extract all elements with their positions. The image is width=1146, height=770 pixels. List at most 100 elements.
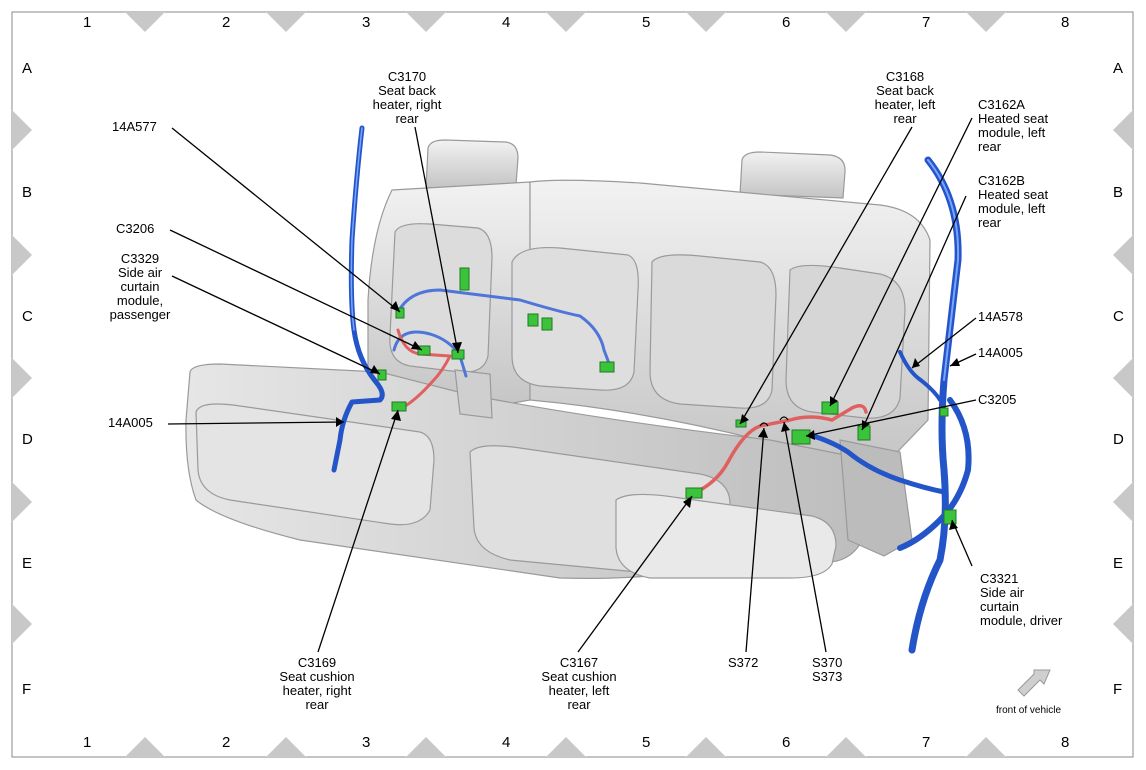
leader-c3162b bbox=[861, 195, 967, 431]
connector-seat-back-center-2 bbox=[541, 317, 553, 331]
row-a-left: A bbox=[22, 60, 33, 77]
column-4-bottom: 4 bbox=[502, 734, 511, 751]
connector-c3167 bbox=[685, 487, 703, 499]
leader-s372 bbox=[745, 427, 765, 653]
label-c3162b: C3162B Heated seat module, left rear bbox=[978, 173, 1049, 230]
leader-c3206 bbox=[169, 229, 423, 351]
leader-s370-s373 bbox=[783, 421, 827, 653]
label-14a005-right: 14A005 bbox=[978, 345, 1023, 360]
harness-seat-lower-left bbox=[797, 429, 947, 495]
splice-s372 bbox=[759, 422, 769, 427]
label-c3168: C3168 Seat back heater, left rear bbox=[874, 69, 936, 126]
label-c3162a: C3162A Heated seat module, left rear bbox=[978, 97, 1049, 154]
seat-back-panel-3 bbox=[785, 264, 906, 419]
headrest-left bbox=[739, 151, 846, 199]
label-c3329: C3329 Side air curtain module, passenger bbox=[109, 251, 171, 322]
seat-back-panel-4 bbox=[389, 223, 493, 373]
leader-c3167 bbox=[577, 495, 693, 653]
label-front-of-vehicle: front of vehicle bbox=[996, 705, 1062, 716]
column-5-top: 5 bbox=[642, 14, 651, 31]
row-f-left: F bbox=[22, 681, 32, 698]
row-c-left: C bbox=[22, 308, 33, 325]
label-c3321: C3321 Side air curtain module, driver bbox=[980, 571, 1063, 628]
column-8-bottom: 8 bbox=[1061, 734, 1070, 751]
harness-14a578 bbox=[898, 350, 942, 402]
row-d-left: D bbox=[22, 431, 33, 448]
grid-markers-right bbox=[1113, 110, 1133, 644]
column-6-bottom: 6 bbox=[782, 734, 791, 751]
column-5-bottom: 5 bbox=[642, 734, 651, 751]
splice-s370-s373 bbox=[779, 416, 789, 421]
leader-c3169 bbox=[317, 409, 399, 653]
cushion-front-block-right bbox=[195, 403, 435, 526]
wiring-harnesses bbox=[331, 125, 972, 654]
leader-c3162a bbox=[829, 117, 973, 407]
leader-c3329 bbox=[171, 275, 381, 375]
label-s370-s373: S370 S373 bbox=[812, 655, 843, 684]
connector-c3321 bbox=[943, 509, 957, 525]
splices bbox=[759, 416, 789, 427]
row-d-right: D bbox=[1113, 431, 1124, 448]
label-14a578: 14A578 bbox=[978, 309, 1023, 324]
harness-14a005-driver-highlight bbox=[927, 159, 960, 381]
cushion-front-block-outer bbox=[615, 493, 837, 579]
label-c3169: C3169 Seat cushion heater, right rear bbox=[279, 655, 355, 712]
headrest-right bbox=[425, 139, 519, 189]
row-e-right: E bbox=[1113, 555, 1124, 572]
center-hinge bbox=[454, 369, 493, 419]
column-3-top: 3 bbox=[362, 14, 371, 31]
harness-14a005-driver-branch bbox=[897, 397, 972, 551]
row-a-right: A bbox=[1113, 60, 1124, 77]
connector-c3169 bbox=[391, 401, 407, 412]
front-of-vehicle-arrow bbox=[1017, 669, 1051, 697]
grid-markers-left bbox=[12, 110, 32, 644]
connector-c3329 bbox=[377, 369, 387, 381]
connector-14a577 bbox=[395, 307, 405, 319]
grid-markers-bottom bbox=[125, 737, 1006, 757]
harness-heater-left bbox=[690, 404, 868, 496]
column-4-top: 4 bbox=[502, 14, 511, 31]
column-7-bottom: 7 bbox=[922, 734, 931, 751]
label-s372: S372 bbox=[728, 655, 759, 670]
leader-c3205 bbox=[805, 399, 977, 437]
rear-seat-illustration bbox=[185, 139, 931, 579]
column-3-bottom: 3 bbox=[362, 734, 371, 751]
leader-14a578 bbox=[911, 317, 977, 369]
row-b-right: B bbox=[1113, 184, 1124, 201]
leader-c3168 bbox=[739, 126, 913, 425]
column-1-bottom: 1 bbox=[83, 734, 92, 751]
column-1-top: 1 bbox=[83, 14, 92, 31]
connector-seat-back-right bbox=[599, 361, 615, 373]
harness-14a005-passenger-highlight bbox=[350, 127, 363, 331]
column-8-top: 8 bbox=[1061, 14, 1070, 31]
harness-heater-right bbox=[396, 328, 452, 410]
label-c3206: C3206 bbox=[116, 221, 155, 236]
leader-c3170 bbox=[414, 126, 459, 354]
row-c-right: C bbox=[1113, 308, 1124, 325]
label-c3170: C3170 Seat back heater, right rear bbox=[372, 69, 442, 126]
column-2-bottom: 2 bbox=[222, 734, 231, 751]
label-c3205: C3205 bbox=[978, 392, 1017, 407]
connector-14a578 bbox=[939, 407, 949, 417]
connector-c3205 bbox=[791, 429, 811, 445]
connector-seat-back-center-1 bbox=[527, 313, 539, 327]
leader-arrowheads bbox=[336, 301, 960, 530]
label-14a577: 14A577 bbox=[112, 119, 157, 134]
seat-back-panel-2 bbox=[649, 254, 777, 409]
row-e-left: E bbox=[22, 555, 33, 572]
row-f-right: F bbox=[1113, 681, 1123, 698]
column-2-top: 2 bbox=[222, 14, 231, 31]
leader-14a577 bbox=[171, 127, 401, 313]
leader-14a005-left bbox=[167, 421, 345, 425]
row-b-left: B bbox=[22, 184, 33, 201]
label-14a005-left: 14A005 bbox=[108, 415, 153, 430]
connector-seat-back-top bbox=[459, 267, 470, 291]
column-6-top: 6 bbox=[782, 14, 791, 31]
harness-seat-back-upper bbox=[396, 288, 612, 368]
column-7-top: 7 bbox=[922, 14, 931, 31]
label-c3167: C3167 Seat cushion heater, left rear bbox=[541, 655, 617, 712]
connector-c3206 bbox=[417, 345, 431, 356]
seat-bracket bbox=[839, 439, 913, 557]
